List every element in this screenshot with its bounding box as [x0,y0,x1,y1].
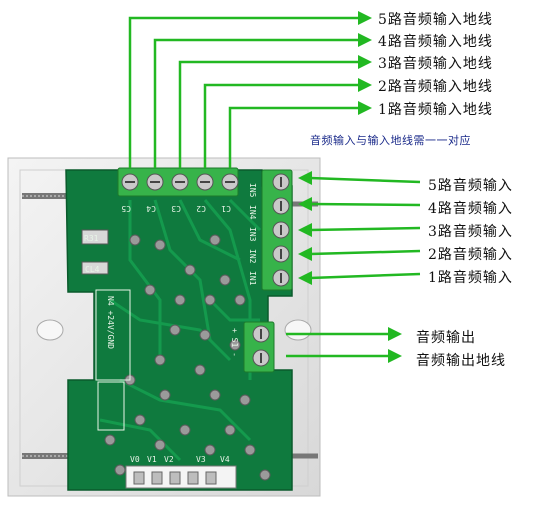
capacitor-cl4 [81,261,109,275]
label-ground-1: 1路音频输入地线 [378,102,493,118]
correspondence-note: 音频输入与输入地线需一一对应 [310,134,471,147]
silk-power-text: N4 +24V/GND [106,296,115,349]
silk-in5: IN5 [248,183,257,198]
silk-c3: C3 [171,204,181,213]
silk-v3: V3 [196,455,206,464]
right-terminal-silk: IN5 IN4 IN3 IN2 IN1 [248,183,257,286]
output-arrowheads [388,327,402,363]
right-terminal-block [261,169,293,291]
silk-v2: V2 [164,455,174,464]
output-terminal-block [243,321,275,373]
label-output: 音频输出 [416,330,476,346]
arrow-ground-3 [178,60,360,168]
label-ground-5: 5路音频输入地线 [378,12,493,28]
silk-in4: IN4 [248,205,257,220]
label-output-ground: 音频输出地线 [416,353,506,369]
silk-c1: C1 [221,204,231,213]
top-terminal-block [117,167,239,197]
silk-v4: V4 [220,455,230,464]
pcb-board: R31 CL4 N4 +24V/GND C5 C4 C3 C2 C1 IN5 I… [65,169,293,491]
silk-c4: C4 [146,204,156,213]
mount-hole-right [284,319,312,341]
arrow-ground-2 [203,83,360,168]
silk-cl4: CL4 [85,265,100,274]
resistor-r31 [81,229,109,245]
output-arrows [286,332,390,358]
input-arrows [309,176,421,280]
silk-in3: IN3 [248,227,257,242]
mount-hole-left [36,319,64,341]
silk-v1: V1 [147,455,157,464]
label-input-5: 5路音频输入 [428,178,513,194]
label-ground-2: 2路音频输入地线 [378,79,493,95]
label-ground-3: 3路音频输入地线 [378,56,493,72]
silk-r31: R31 [84,234,99,243]
label-input-1: 1路音频输入 [428,270,513,286]
input-arrowheads [298,171,312,285]
silk-in1: IN1 [248,271,257,286]
power-connector [95,289,131,381]
silk-v0: V0 [130,455,140,464]
silk-c2: C2 [196,204,206,213]
silk-c5: C5 [121,204,131,213]
label-input-3: 3路音频输入 [428,224,513,240]
label-input-4: 4路音频输入 [428,201,513,217]
ground-arrowheads [358,11,372,115]
top-terminal-silk: C5 C4 C3 C2 C1 [121,204,231,213]
arrow-ground-4 [153,38,360,168]
label-input-2: 2路音频输入 [428,247,513,263]
arrow-ground-5 [128,16,360,168]
ground-arrows [128,16,360,168]
arrow-ground-1 [228,106,360,168]
label-ground-4: 4路音频输入地线 [378,34,493,50]
silk-in2: IN2 [248,249,257,264]
silk-out-terminal: + S1 - [230,328,239,357]
